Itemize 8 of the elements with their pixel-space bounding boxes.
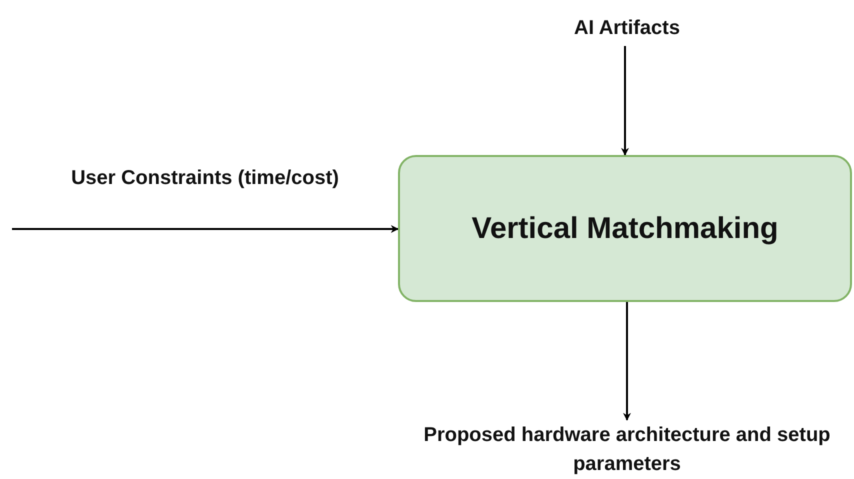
- arrow: [621, 46, 629, 156]
- arrow: [623, 302, 631, 421]
- node-label: Proposed hardware architecture and setup parameters: [422, 423, 832, 477]
- arrow: [12, 225, 399, 233]
- process-box: [398, 155, 852, 302]
- node-label: AI Artifacts: [574, 16, 680, 40]
- edge-label: User Constraints (time/cost): [70, 166, 340, 191]
- node-text: Vertical Matchmaking: [472, 210, 778, 247]
